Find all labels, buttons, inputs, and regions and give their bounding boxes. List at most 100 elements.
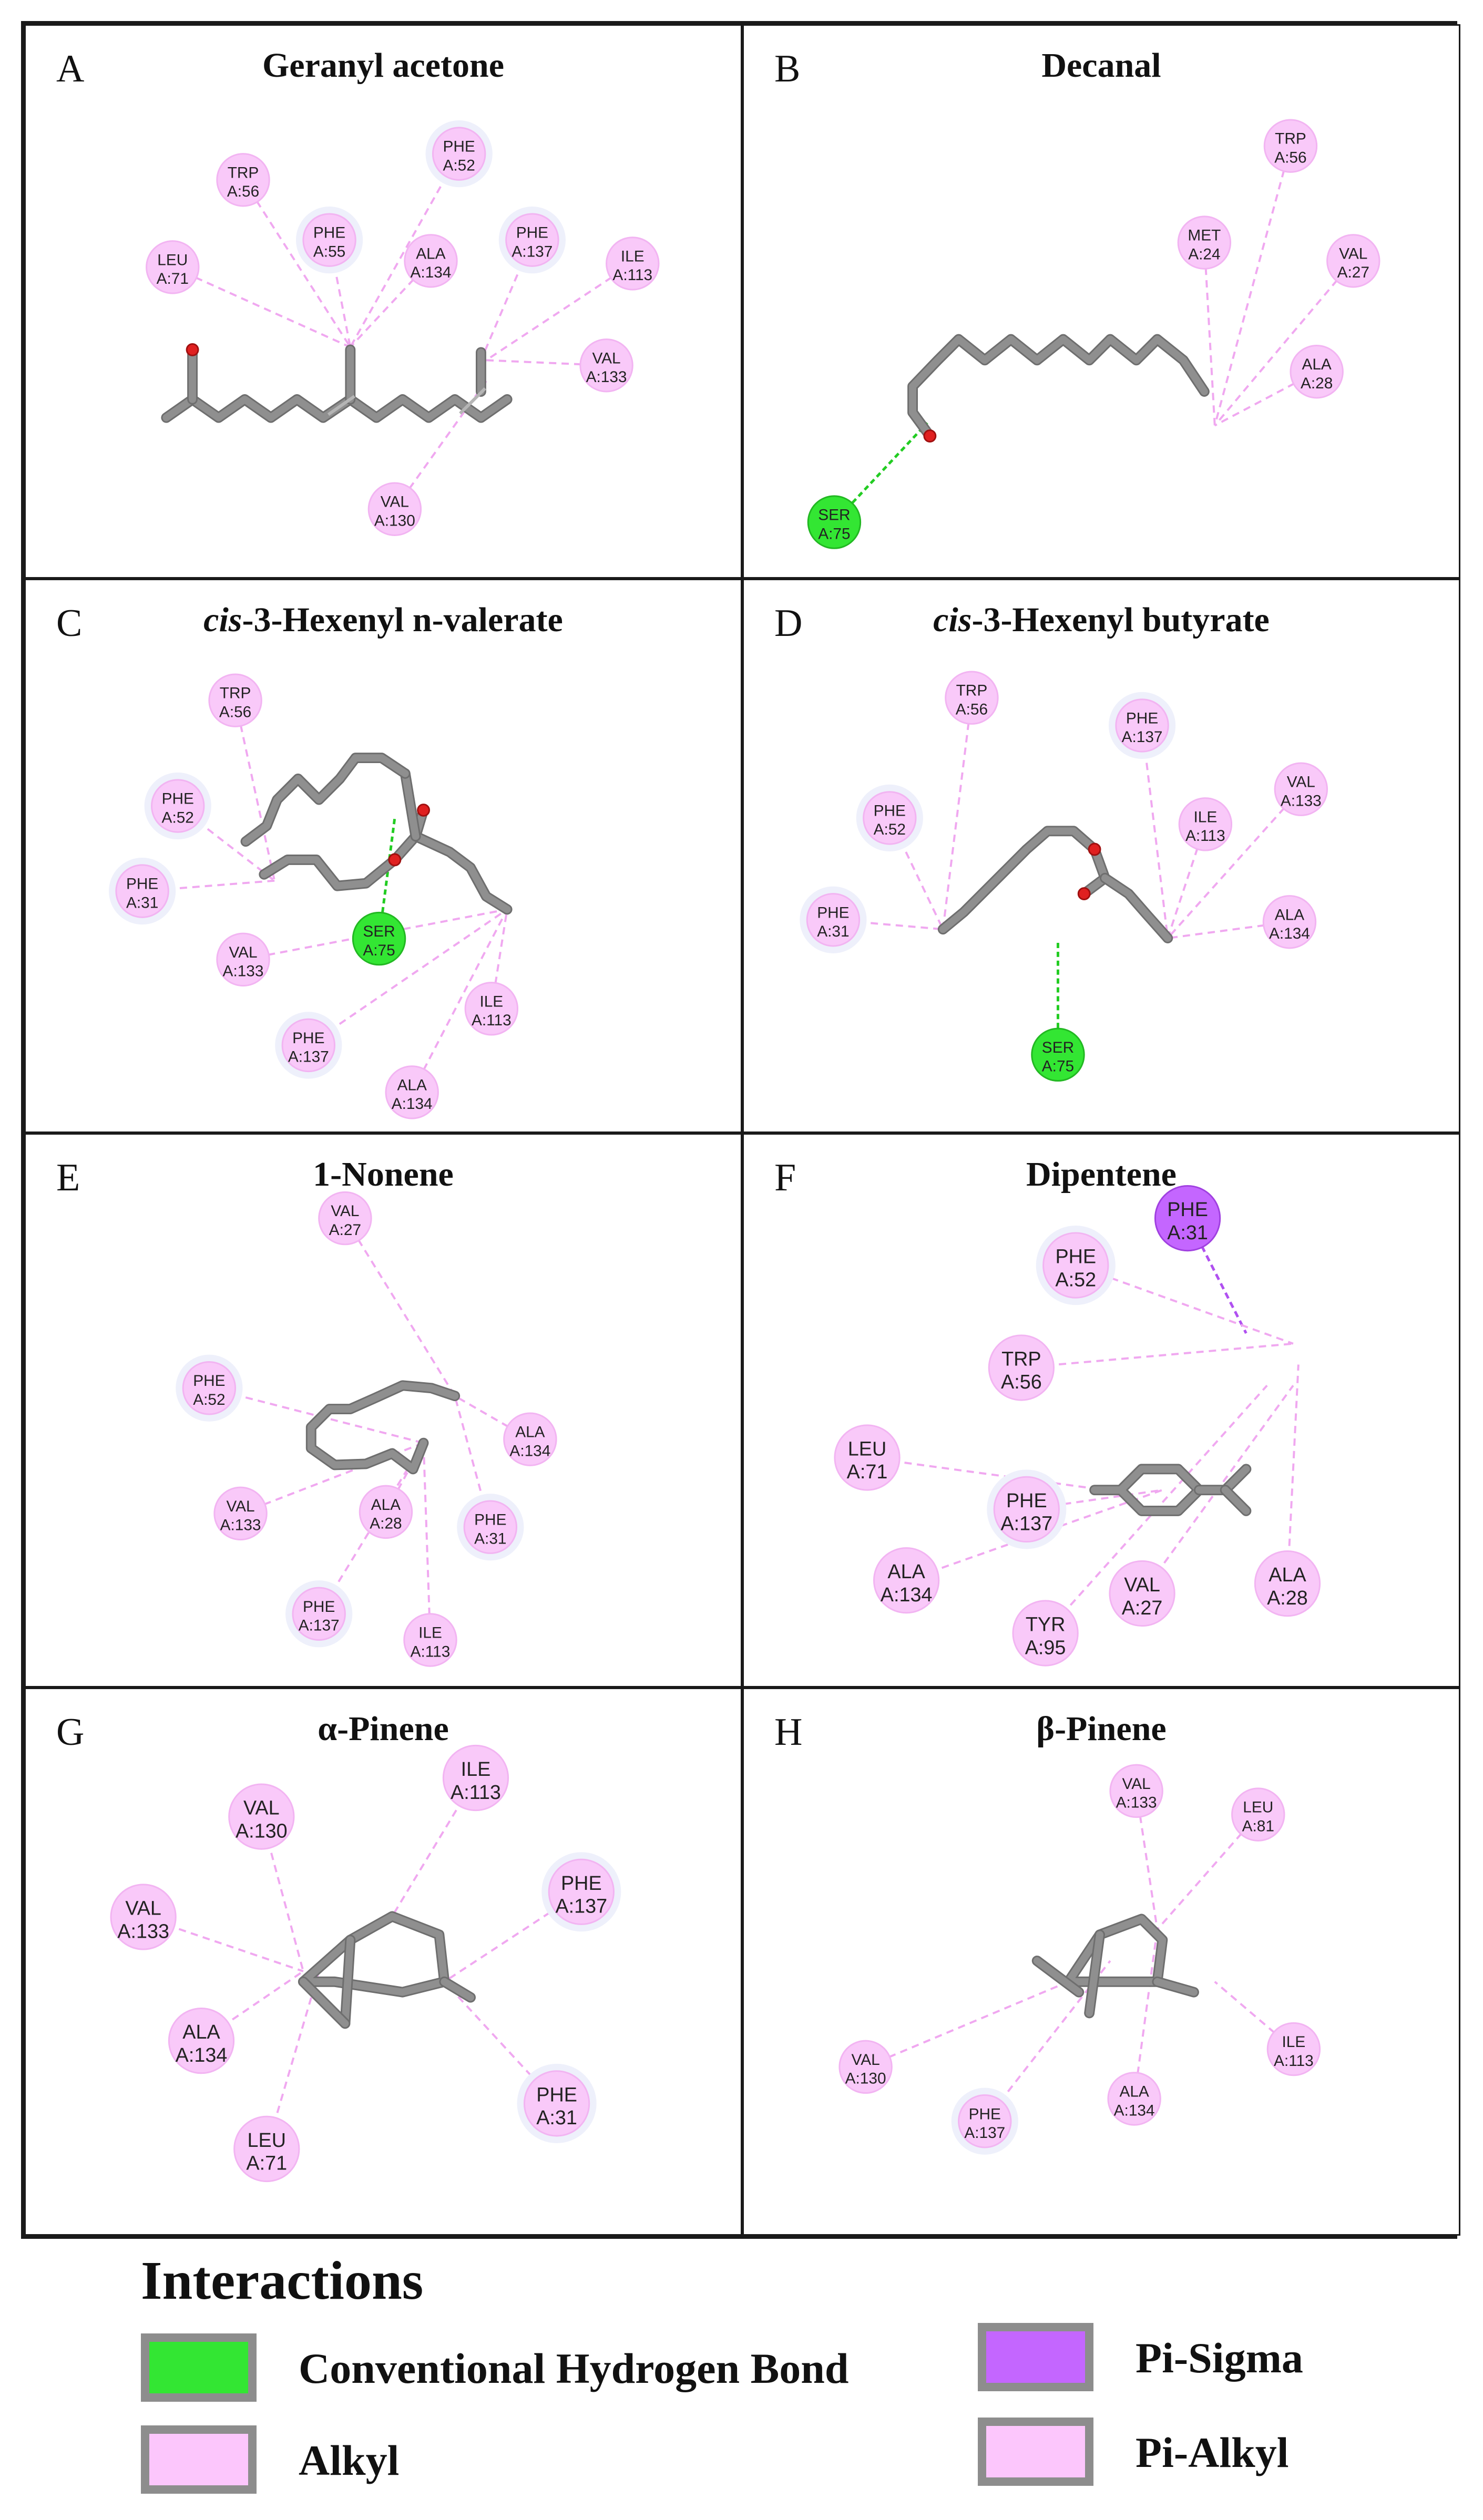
residue-id: A:130: [845, 2070, 886, 2087]
residue-disc: [216, 932, 270, 987]
interaction-line-alkyl: [1168, 921, 1290, 940]
residue-id: A:134: [411, 264, 452, 281]
panel-title-italic: cis: [203, 601, 242, 639]
oxygen-atom: [923, 429, 937, 443]
interaction-line-alkyl: [867, 1456, 1106, 1492]
residue-disc: [807, 495, 862, 549]
residue-id: A:113: [411, 1643, 451, 1660]
residue-name: ALA: [397, 1076, 427, 1094]
residue-name: ALA: [1269, 1564, 1306, 1586]
residue-id: A:113: [472, 1012, 512, 1029]
residue-name: ILE: [1193, 808, 1217, 826]
residue-id: A:113: [612, 266, 652, 284]
interaction-line-alkyl: [1021, 1342, 1294, 1369]
residue-name: LEU: [248, 2130, 286, 2152]
residue-disc: [1231, 1787, 1285, 1842]
interaction-line-alkyl: [422, 1443, 432, 1640]
ligand-bond: [909, 335, 1208, 440]
residue-name: PHE: [1055, 1246, 1096, 1268]
residue-disc: [579, 338, 633, 393]
residue-id: A:133: [586, 368, 627, 386]
legend-swatch-pi-alkyl: [978, 2418, 1093, 2486]
residue-disc: [806, 893, 861, 947]
residue-disc: [1012, 1600, 1079, 1667]
interaction-line-alkyl: [906, 1489, 1163, 1582]
residue-name: ALA: [515, 1424, 545, 1441]
residue-id: A:71: [847, 1461, 888, 1483]
residue-id: A:27: [1122, 1597, 1163, 1619]
residue-name: ILE: [461, 1758, 491, 1781]
legend-label: Alkyl: [299, 2436, 400, 2484]
residue-disc: [1177, 215, 1232, 270]
residue-disc: [1263, 119, 1318, 173]
residue-name: PHE: [1167, 1199, 1208, 1221]
residue-disc: [442, 1744, 509, 1812]
ligand-bond: [1091, 1465, 1203, 1515]
residue-name: ALA: [371, 1496, 401, 1514]
legend-swatch-hbond: [141, 2333, 257, 2402]
residue-name: ALA: [887, 1561, 925, 1583]
interaction-line-alkyl: [243, 908, 508, 961]
residue-name: LEU: [1243, 1799, 1273, 1816]
ligand-bond: [307, 1382, 459, 1473]
residue-id: A:27: [1337, 264, 1369, 281]
residue-name: VAL: [381, 493, 409, 511]
interaction-line-alkyl: [1213, 146, 1292, 426]
residue-disc: [1031, 1027, 1085, 1082]
residue-disc: [302, 213, 356, 267]
residue-disc: [1154, 1185, 1221, 1252]
residue-id: A:75: [363, 942, 395, 959]
ligand-bond: [939, 827, 1099, 933]
panel-letter: A: [56, 47, 85, 90]
interaction-line-alkyl: [1203, 242, 1216, 426]
residue-name: PHE: [313, 224, 345, 242]
residue-name: LEU: [848, 1438, 886, 1460]
residue-id: A:134: [881, 1584, 933, 1606]
residue-name: PHE: [874, 802, 906, 819]
residue-id: A:56: [1001, 1371, 1042, 1393]
residue-name: ALA: [1119, 2083, 1149, 2101]
residue-id: A:28: [1301, 375, 1333, 392]
residue-id: A:56: [956, 701, 988, 718]
panel-title: cis-3-Hexenyl n-valerate: [26, 600, 741, 640]
panel-title: Decanal: [1041, 46, 1161, 85]
interaction-line-alkyl: [344, 1218, 456, 1397]
interaction-line-alkyl: [1214, 260, 1354, 426]
residue-disc: [1262, 895, 1317, 949]
diagram-C: TRPA:56PHEA:52PHEA:31SERA:75VALA:133ILEA…: [108, 673, 519, 1119]
residue-disc: [385, 1065, 439, 1119]
residue-name: PHE: [126, 876, 158, 893]
panel-title: Geranyl acetone: [262, 46, 505, 85]
residue-id: A:56: [219, 704, 251, 721]
legend-label: Pi-Alkyl: [1136, 2429, 1289, 2476]
panel-letter: E: [56, 1156, 80, 1199]
residue-name: VAL: [125, 1898, 161, 1920]
ligand-bond: [1086, 1931, 1103, 2017]
residue-name: TYR: [1026, 1614, 1066, 1636]
residue-disc: [863, 791, 917, 845]
panel-title: 1-Nonene: [313, 1155, 454, 1194]
residue-id: A:24: [1188, 245, 1220, 263]
residue-disc: [318, 1191, 372, 1246]
residue-id: A:75: [818, 525, 850, 542]
ligand-double-bond: [327, 395, 356, 416]
